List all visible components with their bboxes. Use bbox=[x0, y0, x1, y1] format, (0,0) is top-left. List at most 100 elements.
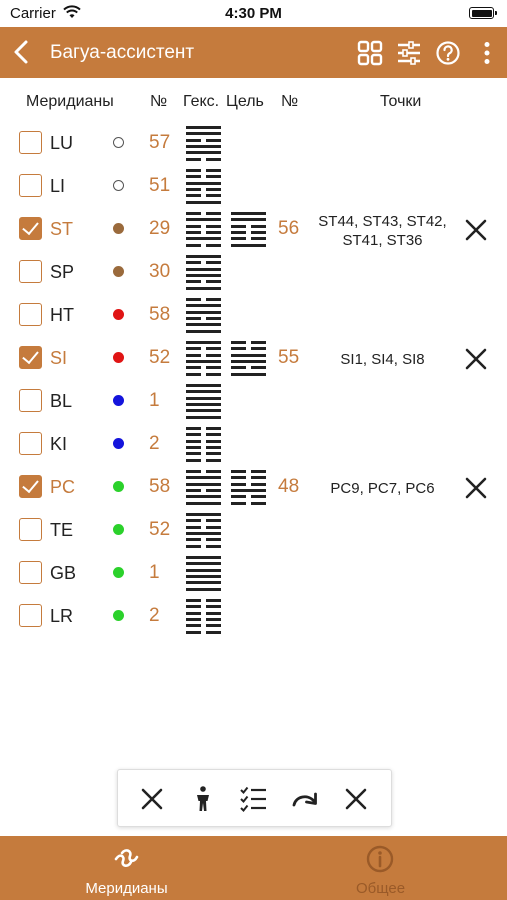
redo-arrow-icon[interactable] bbox=[291, 785, 319, 813]
meridian-checkbox[interactable] bbox=[19, 260, 42, 283]
meridian-checkbox[interactable] bbox=[19, 389, 42, 412]
human-figure-icon[interactable] bbox=[189, 785, 217, 813]
meridian-checkbox[interactable] bbox=[19, 303, 42, 326]
close-x-icon[interactable] bbox=[342, 785, 370, 813]
meridian-code: LU bbox=[50, 133, 74, 153]
hexagram-line-solid bbox=[186, 126, 221, 129]
target-number: 56 bbox=[278, 218, 300, 239]
meridian-checkbox[interactable] bbox=[19, 346, 42, 369]
hexagram-line-broken bbox=[186, 169, 201, 172]
hexagram-line-broken bbox=[206, 544, 221, 548]
help-circle-icon[interactable] bbox=[435, 40, 461, 66]
hexagram-line-broken bbox=[186, 138, 201, 142]
tab-general[interactable]: Общее bbox=[254, 836, 507, 900]
remove-x-icon[interactable] bbox=[463, 346, 489, 372]
meridian-checkbox[interactable] bbox=[19, 131, 42, 154]
hexagram-line-broken bbox=[206, 298, 221, 301]
hexagram-line-solid bbox=[186, 384, 221, 387]
remove-x-icon[interactable] bbox=[463, 475, 489, 501]
hexagram-line-broken bbox=[186, 439, 201, 443]
grid-icon[interactable] bbox=[357, 40, 383, 66]
hexagram-line-solid bbox=[186, 267, 221, 271]
hexagram-line-broken bbox=[231, 230, 246, 234]
hexagram-line-broken bbox=[186, 187, 201, 191]
meridian-checkbox[interactable] bbox=[19, 518, 42, 541]
hexagram-line-broken bbox=[186, 519, 201, 523]
clear-x-icon[interactable] bbox=[138, 785, 166, 813]
hexagram-line-broken bbox=[206, 470, 221, 473]
list-sliders-icon[interactable] bbox=[396, 40, 422, 66]
hexagram-line-solid bbox=[186, 310, 221, 314]
hexagram-symbol bbox=[186, 209, 221, 252]
meridian-checkbox[interactable] bbox=[19, 174, 42, 197]
element-dot bbox=[113, 266, 124, 277]
header-points: Точки bbox=[380, 93, 422, 110]
hexagram-line-broken bbox=[206, 157, 221, 161]
hexagram-line-broken bbox=[186, 611, 201, 615]
hexagram-line-broken bbox=[186, 544, 201, 548]
hexagram-line-broken bbox=[186, 538, 201, 542]
meridian-checkbox[interactable] bbox=[19, 475, 42, 498]
hexagram-line-solid bbox=[186, 304, 221, 308]
hexagram-line-broken bbox=[186, 366, 201, 370]
meridian-code: PC bbox=[50, 477, 76, 497]
tab-meridians[interactable]: Меридианы bbox=[0, 836, 253, 900]
hexagram-line-broken bbox=[186, 599, 201, 602]
hexagram-line-broken bbox=[206, 280, 221, 284]
more-vertical-icon[interactable] bbox=[474, 40, 500, 66]
bottom-toolbar bbox=[117, 769, 392, 827]
hexagram-line-broken bbox=[231, 482, 246, 486]
hexagram-line-broken bbox=[206, 538, 221, 542]
hexagram-line-broken bbox=[231, 495, 246, 499]
hexagram-line-broken bbox=[206, 525, 221, 529]
hexagram-line-broken bbox=[231, 237, 246, 241]
hexagram-line-solid bbox=[231, 372, 266, 376]
meridian-checkbox[interactable] bbox=[19, 217, 42, 240]
hexagram-line-solid bbox=[186, 390, 221, 394]
meridian-checkbox[interactable] bbox=[19, 561, 42, 584]
remove-x-icon[interactable] bbox=[463, 217, 489, 243]
hexagram-line-solid bbox=[186, 237, 221, 241]
hexagram-line-solid bbox=[186, 341, 221, 344]
hexagram-line-broken bbox=[206, 599, 221, 602]
navigation-bar: Багуа-ассистент bbox=[0, 27, 507, 78]
hexagram-line-broken bbox=[251, 495, 266, 499]
hexagram-number: 58 bbox=[149, 304, 171, 325]
target-hexagram-symbol bbox=[231, 209, 266, 252]
element-dot bbox=[113, 223, 124, 234]
meridian-checkbox[interactable] bbox=[19, 432, 42, 455]
element-dot bbox=[113, 481, 124, 492]
page-title: Багуа-ассистент bbox=[50, 42, 195, 63]
hexagram-line-solid bbox=[186, 200, 221, 204]
hexagram-line-solid bbox=[231, 212, 266, 215]
meridian-checkbox[interactable] bbox=[19, 604, 42, 627]
hexagram-symbol bbox=[186, 510, 221, 553]
checklist-icon[interactable] bbox=[239, 785, 267, 813]
back-chevron-icon[interactable] bbox=[10, 39, 34, 65]
hexagram-line-broken bbox=[186, 230, 201, 234]
element-dot bbox=[113, 309, 124, 320]
hexagram-line-broken bbox=[186, 605, 201, 609]
hexagram-line-solid bbox=[186, 568, 221, 572]
hexagram-line-broken bbox=[251, 366, 266, 370]
hexagram-line-broken bbox=[251, 476, 266, 480]
hexagram-line-broken bbox=[186, 280, 201, 284]
hexagram-line-solid bbox=[186, 329, 221, 333]
hexagram-symbol bbox=[186, 252, 221, 295]
hexagram-number: 1 bbox=[149, 562, 160, 583]
hexagram-line-broken bbox=[186, 488, 201, 492]
hexagram-line-solid bbox=[186, 501, 221, 505]
hexagram-number: 51 bbox=[149, 175, 171, 196]
